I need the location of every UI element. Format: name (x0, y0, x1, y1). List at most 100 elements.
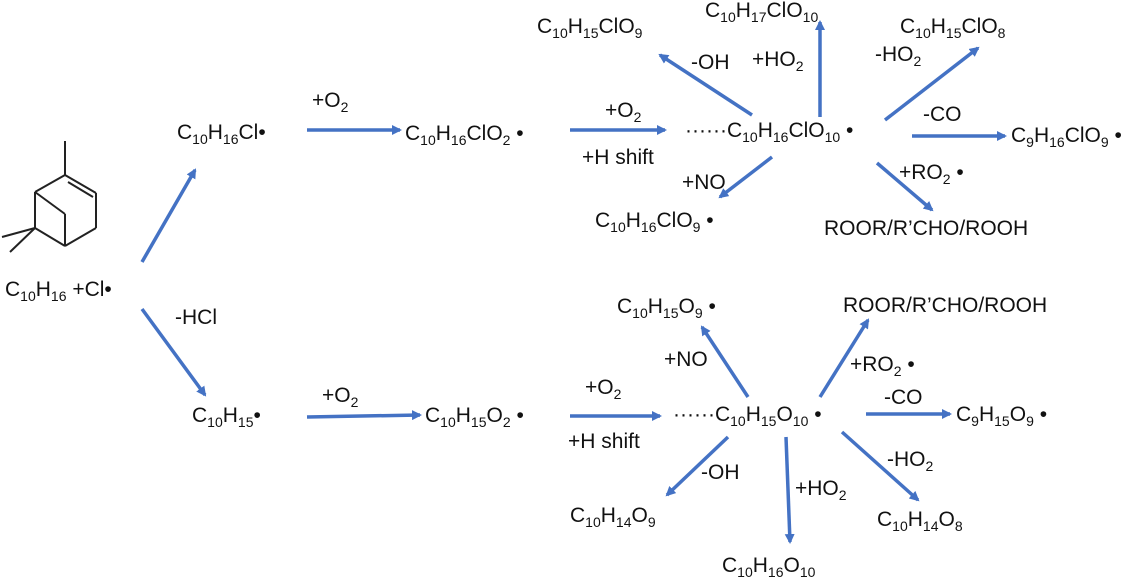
subscript: 16 (767, 564, 784, 580)
formula-text: ROOR/R’CHO/ROOH (824, 217, 1029, 240)
subscript: 9 (971, 413, 979, 429)
formula-text: ClO (766, 0, 803, 22)
h-ho2-addition-product: C10H16O10 (722, 554, 815, 579)
subscript: 10 (552, 25, 568, 41)
subscript: 10 (824, 129, 841, 145)
arrow-to-h-abstraction (140, 307, 207, 397)
hcl-loss-label: -HCl (175, 307, 217, 328)
formula-text: +RO (899, 161, 943, 184)
subscript: 2 (613, 386, 622, 402)
subscript: 16 (450, 132, 467, 148)
subscript: 10 (610, 219, 626, 235)
formula-text: O (776, 403, 793, 426)
h-co-loss-product: C9H15O9 • (956, 403, 1048, 428)
formula-text: H (625, 209, 641, 232)
subscript: 9 (647, 514, 656, 530)
subscript: 16 (222, 131, 239, 147)
subscript: 15 (237, 414, 254, 430)
cl-ro2-products: ROOR/R’CHO/ROOH (824, 218, 1028, 239)
subscript: 10 (730, 413, 746, 429)
cl-ho2-loss-product: C10H15ClO8 (900, 15, 1005, 40)
subscript: 14 (615, 514, 632, 530)
arrow-to-cl-adduct (140, 168, 197, 263)
formula-text: H (752, 554, 768, 577)
formula-text: • (950, 161, 964, 184)
formula-text: +HO (752, 48, 796, 71)
h-o2-second-label: +O2 (585, 377, 621, 401)
formula-text: H (207, 121, 223, 144)
h-ho2-label: +HO2 (795, 478, 847, 502)
arrow-cl-oh-loss (658, 53, 753, 117)
subscript: 2 (633, 109, 642, 125)
formula-text: H (435, 122, 451, 145)
formula-text: C (722, 554, 738, 577)
formula-text: ······C (673, 403, 731, 426)
formula-text: H (600, 504, 616, 527)
formula-text: +Cl• (66, 278, 112, 301)
formula-text: ROOR/R’CHO/ROOH (843, 294, 1048, 317)
arrow-h-no (700, 325, 750, 398)
formula-text: C (177, 121, 193, 144)
subscript: 10 (632, 305, 648, 321)
h-abstraction-radical: C10H15• (192, 405, 261, 429)
h-autoxidation-radical: ······C10H15O10 • (673, 403, 822, 428)
h-o2-label: +O2 (322, 385, 358, 409)
formula-text: H (735, 0, 751, 22)
cl-ro2-label: +RO2 • (899, 161, 964, 186)
arrow-cl-ro2 (875, 161, 934, 212)
subscript: 10 (420, 132, 436, 148)
cl-no-label: +NO (682, 172, 726, 193)
arrow-cl-no (718, 155, 774, 199)
h-no-label: +NO (664, 349, 708, 370)
formula-text: O (486, 404, 503, 427)
formula-text: Cl• (238, 121, 266, 144)
formula-text: C (900, 15, 916, 38)
reactants-label: C10H16 +Cl• (5, 278, 112, 303)
formula-text: • (1033, 403, 1048, 426)
cl-ho2-loss-label: -HO2 (875, 44, 921, 68)
arrow-h-o2 (306, 410, 422, 421)
arrow-h-ho2-addition (784, 436, 795, 544)
formula-text: +H shift (568, 430, 640, 453)
formula-text: +O (605, 99, 634, 122)
subscript: 15 (994, 413, 1010, 429)
cl-peroxy-radical: C10H16ClO2 • (405, 122, 524, 147)
h-ro2-label: +RO2 • (850, 354, 915, 378)
formula-text: O (938, 508, 955, 531)
formula-text: C (595, 209, 611, 232)
formula-text: H (455, 404, 471, 427)
subscript: 15 (470, 414, 487, 430)
subscript: 10 (742, 129, 758, 145)
subscript: 2 (795, 58, 804, 74)
subscript: 10 (792, 413, 809, 429)
cl-ho2-label: +HO2 (752, 48, 804, 73)
h-oh-loss-product: C10H14O9 (570, 504, 656, 529)
formula-text: ClO (1064, 124, 1101, 147)
subscript: 16 (50, 288, 67, 304)
h-ho2-loss-product: C10H14O8 (877, 508, 963, 533)
formula-text: C (705, 0, 721, 22)
h-peroxy-radical: C10H15O2 • (425, 404, 524, 429)
subscript: 10 (440, 414, 456, 430)
formula-text: -HO (887, 448, 926, 471)
formula-text: +NO (664, 348, 708, 371)
subscript: 10 (192, 131, 208, 147)
arrow-h-ro2 (818, 318, 870, 398)
arrow-h-oh-loss (665, 435, 730, 497)
formula-text: H (1033, 124, 1050, 147)
subscript: 10 (720, 9, 736, 25)
subscript: 15 (662, 305, 679, 321)
subscript: 2 (340, 99, 349, 115)
formula-text: -CO (923, 103, 962, 126)
formula-text: H (907, 508, 923, 531)
formula-text: +H shift (582, 146, 654, 169)
cl-oh-label: -OH (691, 52, 730, 73)
formula-text: +O (312, 89, 341, 112)
subscript: 9 (1026, 134, 1034, 150)
formula-text: +NO (682, 171, 726, 194)
subscript: 10 (207, 414, 223, 430)
formula-text: O (631, 504, 648, 527)
subscript: 9 (1026, 413, 1034, 429)
subscript: 9 (1100, 134, 1109, 150)
formula-text: • (510, 404, 524, 427)
